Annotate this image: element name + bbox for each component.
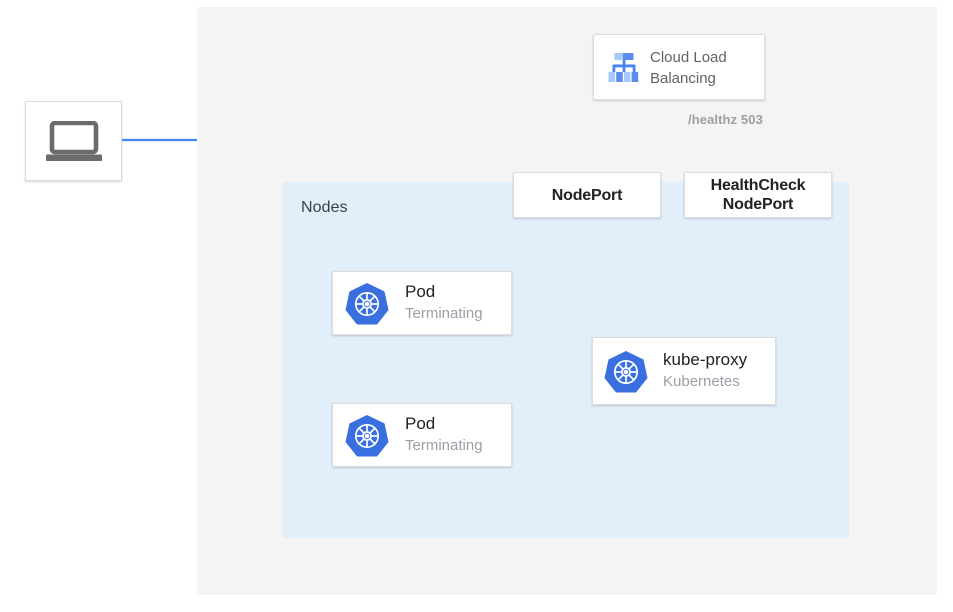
cloud-load-balancing-icon [608, 53, 639, 82]
kube-proxy-text: kube-proxy Kubernetes [663, 349, 747, 393]
pod-title-1: Pod [405, 282, 436, 301]
cloud-load-balancing-label: Cloud Load Balancing [650, 47, 762, 89]
kube-proxy-subtitle: Kubernetes [663, 373, 740, 390]
nodeport-card: NodePort [513, 172, 661, 218]
kubernetes-icon [345, 283, 389, 325]
healthcheck-nodeport-card: HealthCheck NodePort [684, 172, 832, 218]
nodeport-label: NodePort [514, 173, 660, 217]
pod-title-2: Pod [405, 414, 436, 433]
pod-status-1: Terminating [405, 305, 483, 322]
nodeport-label-line1: NodePort [551, 186, 623, 204]
kube-proxy-title: kube-proxy [663, 350, 748, 369]
nodes-panel-label: Nodes [301, 199, 348, 216]
pod-status-2: Terminating [405, 437, 483, 454]
healthz-status-label: /healthz 503 [688, 112, 763, 127]
kubernetes-icon [345, 415, 389, 457]
laptop-icon [45, 121, 102, 161]
pod-card-1: Pod Terminating [332, 271, 512, 335]
pod-card-2: Pod Terminating [332, 403, 512, 467]
pod-text-2: Pod Terminating [405, 413, 483, 457]
cloud-load-balancing-label-line2: Balancing [650, 70, 716, 87]
cloud-load-balancing-card: Cloud Load Balancing [593, 34, 765, 100]
cloud-load-balancing-label-line1: Cloud Load [650, 49, 727, 66]
client-laptop-card [25, 101, 122, 181]
kubernetes-icon [604, 351, 648, 393]
healthcheck-nodeport-label-line1: HealthCheck [710, 177, 806, 194]
kube-proxy-card: kube-proxy Kubernetes [592, 337, 776, 405]
pod-text-1: Pod Terminating [405, 281, 483, 325]
healthcheck-nodeport-label: HealthCheck NodePort [685, 173, 831, 217]
healthcheck-nodeport-label-line2: NodePort [722, 196, 794, 213]
